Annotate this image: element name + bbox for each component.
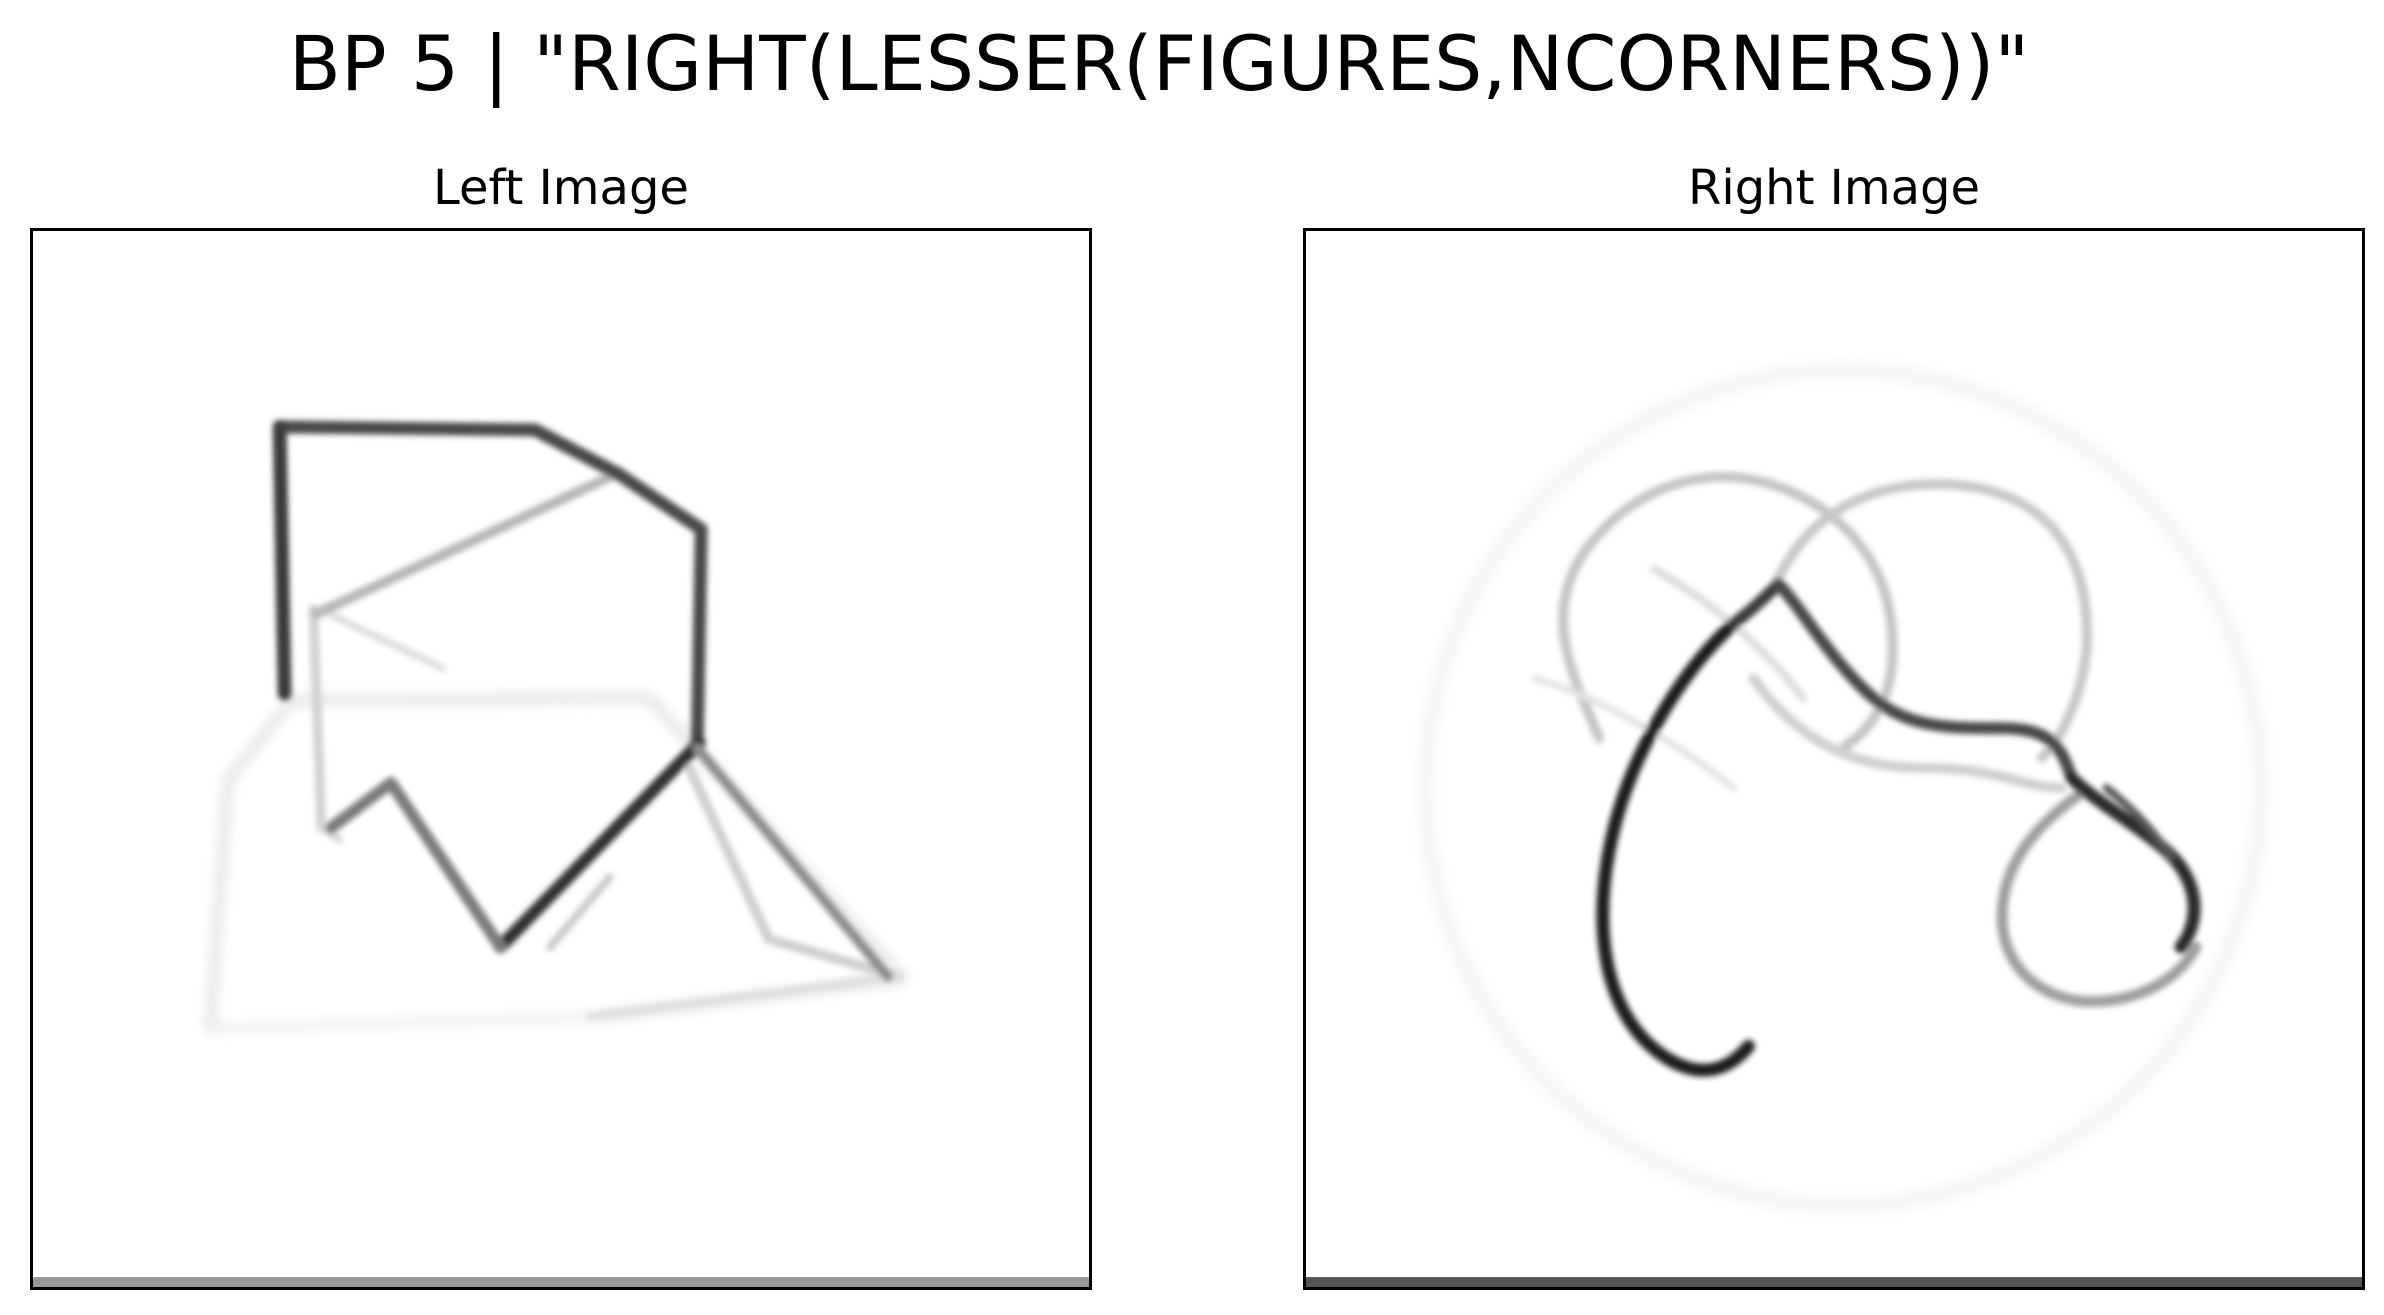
right-image-drawing — [1306, 364, 2362, 1287]
right-image-panel — [1303, 228, 2365, 1290]
figure-title: BP 5 | "RIGHT(LESSER(FIGURES,NCORNERS))" — [288, 19, 2030, 108]
left-image-panel — [30, 228, 1092, 1290]
left-image-title: Left Image — [433, 160, 689, 216]
right-image-title: Right Image — [1688, 160, 1980, 216]
left-image-drawing — [33, 419, 1089, 1287]
